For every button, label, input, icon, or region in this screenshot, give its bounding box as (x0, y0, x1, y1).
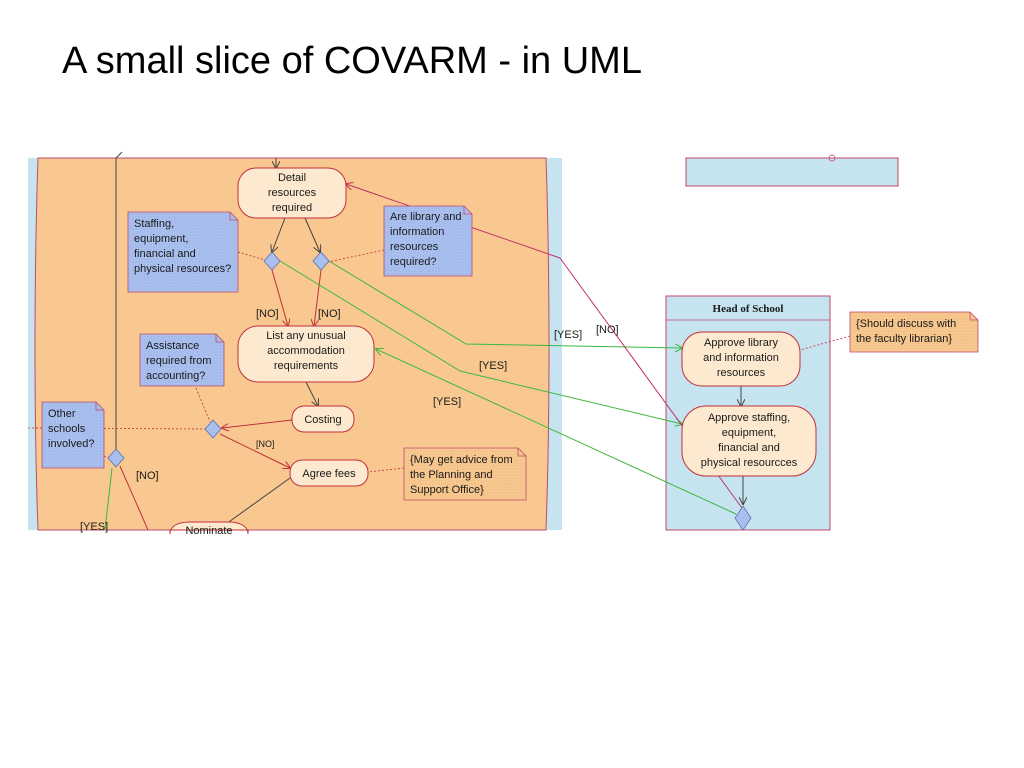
activity-approve-library-line-3: resources (717, 367, 766, 379)
activity-detail-resources: Detail resources required (237, 167, 347, 219)
connector-staffing-note (237, 251, 266, 261)
flow-list-to-costing (305, 381, 318, 406)
activity-detail-resources-line-3: required (272, 202, 312, 214)
note-library-line-1: Are library and (390, 211, 462, 223)
note-other-schools-line-1: Other (48, 408, 76, 420)
decision-diamond-library (312, 251, 330, 271)
note-library-line-3: resources (390, 241, 439, 253)
connector-library-note (327, 249, 385, 263)
swimlane-top-right (685, 154, 899, 187)
note-assistance-line-1: Assistance (146, 340, 199, 352)
decision-diamonds (107, 251, 752, 531)
note-assistance-line-2: required from (146, 355, 211, 367)
note-planning-line-1: {May get advice from (410, 454, 513, 466)
guard-no-diamond-2: [NO] (318, 308, 341, 320)
activity-approve-library: Approve library and information resource… (681, 331, 801, 387)
note-other-schools-line-3: involved? (48, 438, 94, 450)
note-staffing-line-1: Staffing, (134, 218, 174, 230)
note-planning-advice: {May get advice from the Planning and Su… (403, 447, 527, 501)
activity-approve-staffing: Approve staffing, equipment, financial a… (681, 405, 817, 477)
flow-head-diamond-yes (376, 349, 737, 515)
connector-librarian-note (799, 335, 851, 351)
decision-diamond-head-of-school (734, 505, 752, 531)
note-assistance-line-3: accounting? (146, 370, 205, 382)
decision-diamond-other-schools (107, 448, 125, 468)
note-librarian-line-1: {Should discuss with (856, 318, 956, 330)
activity-list-unusual-line-2: accommodation (267, 345, 345, 357)
connector-other-schools-note (103, 455, 109, 459)
flow-diamond-1-no (271, 269, 288, 326)
flow-other-schools-yes (104, 467, 113, 531)
note-library-line-4: required? (390, 256, 436, 268)
flow-agree-to-nominate (225, 477, 291, 525)
note-librarian-line-2: the faculty librarian} (856, 333, 952, 345)
note-staffing-line-2: equipment, (134, 233, 188, 245)
flow-diamond-2-yes (328, 260, 682, 348)
swimlane-top-right-box (685, 157, 899, 187)
note-planning-line-3: Support Office} (410, 484, 484, 496)
activity-list-unusual: List any unusual accommodation requireme… (237, 325, 375, 383)
flow-costing-to-diamond (222, 419, 293, 428)
slide-title: A small slice of COVARM - in UML (62, 40, 642, 82)
activity-approve-staffing-line-2: equipment, (722, 427, 776, 439)
flow-diamond-2-no (314, 269, 322, 326)
flow-left-vertical-tip (115, 151, 123, 159)
activity-approve-library-line-2: and information (703, 352, 779, 364)
flow-diamond-1-yes (279, 260, 682, 424)
note-assistance-question: Assistance required from accounting? (139, 333, 225, 387)
note-planning-line-2: the Planning and (410, 469, 493, 481)
note-staffing-line-4: physical resources? (134, 263, 231, 275)
activity-approve-staffing-line-3: financial and (718, 442, 780, 454)
activity-costing-label: Costing (304, 414, 341, 426)
note-staffing-question: Staffing, equipment, financial and physi… (127, 211, 239, 293)
swimlane-header-label: Head of School (713, 303, 784, 315)
flow-other-schools-no (119, 465, 149, 531)
flow-diamond-to-agree (219, 433, 290, 468)
decision-diamond-assistance (204, 419, 222, 439)
activity-nominate-label: Nominate (185, 525, 232, 537)
guard-no-other-schools: [NO] (136, 470, 159, 482)
activity-approve-staffing-line-1: Approve staffing, (708, 412, 790, 424)
guard-yes-library: [YES] (554, 329, 582, 341)
activity-detail-resources-line-2: resources (268, 187, 317, 199)
activity-list-unusual-line-3: requirements (274, 360, 339, 372)
swimlane-top-right-marker (828, 154, 836, 162)
activity-approve-library-line-1: Approve library (704, 337, 778, 349)
activity-list-unusual-line-1: List any unusual (266, 330, 346, 342)
note-other-schools-question: Other schools involved? (41, 401, 105, 469)
activity-detail-resources-line-1: Detail (278, 172, 306, 184)
note-library-line-2: information (390, 226, 444, 238)
guard-no-head-of-school: [NO] (596, 324, 619, 336)
decision-diamond-staffing (263, 251, 281, 271)
guard-no-assistance: [NO] (256, 439, 275, 449)
note-librarian: {Should discuss with the faculty librari… (849, 311, 979, 353)
guard-labels: [NO] [NO] [NO] [NO] [NO] [YES] [YES] [YE… (80, 308, 619, 533)
flow-detail-to-diamond-2 (304, 217, 320, 252)
activity-agree-fees-label: Agree fees (302, 468, 356, 480)
note-library-question: Are library and information resources re… (383, 205, 473, 277)
guard-no-diamond-1: [NO] (256, 308, 279, 320)
note-other-schools-line-2: schools (48, 423, 86, 435)
activity-nominate: Nominate (169, 521, 249, 537)
guard-yes-other-schools: [YES] (80, 521, 108, 533)
guard-yes-staffing: [YES] (479, 360, 507, 372)
guard-yes-head-of-school: [YES] (433, 396, 461, 408)
activity-costing: Costing (291, 405, 355, 433)
activity-approve-staffing-line-4: physical resourcces (701, 457, 798, 469)
flow-lines (27, 151, 851, 531)
flow-detail-to-diamond-1 (272, 217, 286, 252)
note-staffing-line-3: financial and (134, 248, 196, 260)
activity-agree-fees: Agree fees (289, 459, 369, 487)
